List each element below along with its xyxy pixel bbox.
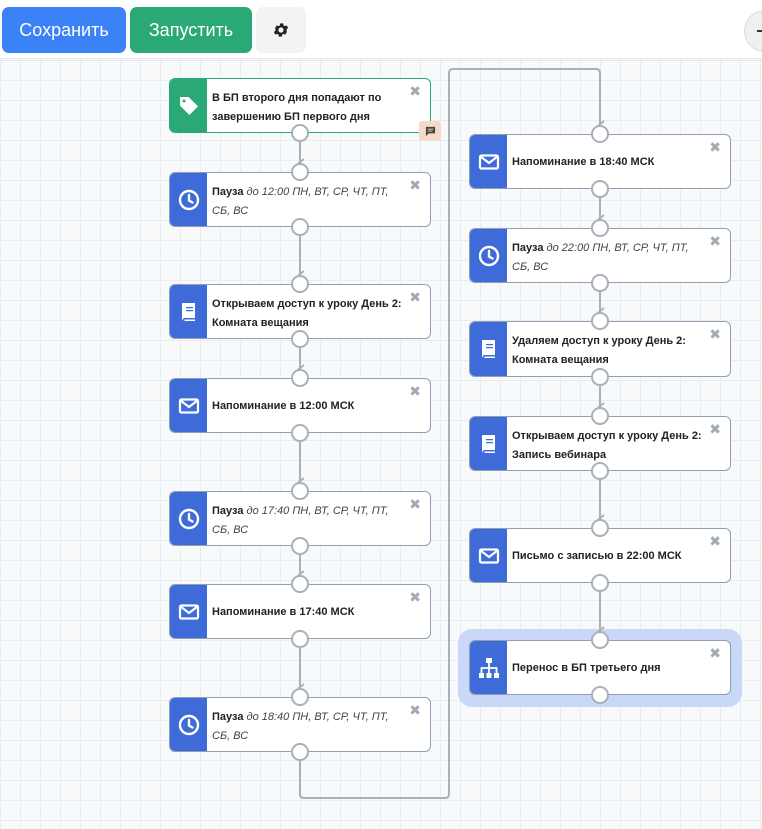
close-icon[interactable]: ✖ [709, 421, 721, 437]
output-port[interactable] [291, 630, 309, 648]
node-label: Пауза до 12:00 ПН, ВТ, СР, ЧТ, ПТ, СБ, В… [212, 183, 408, 221]
output-port[interactable] [291, 124, 309, 142]
node-label: В БП второго дня попадают по завершению … [212, 89, 408, 127]
close-icon[interactable]: ✖ [409, 177, 421, 193]
output-port[interactable] [291, 424, 309, 442]
mail-icon [470, 135, 507, 188]
node-detail: до 22:00 ПН, ВТ, СР, ЧТ, ПТ, СБ, ВС [512, 242, 689, 273]
close-icon[interactable]: ✖ [409, 289, 421, 305]
input-port[interactable] [291, 275, 309, 293]
output-port[interactable] [591, 368, 609, 386]
node-label: Пауза до 22:00 ПН, ВТ, СР, ЧТ, ПТ, СБ, В… [512, 239, 708, 277]
close-icon[interactable]: ✖ [709, 326, 721, 342]
clock-icon [470, 229, 507, 282]
close-icon[interactable]: ✖ [709, 139, 721, 155]
input-port[interactable] [291, 369, 309, 387]
book-icon [470, 322, 507, 376]
clock-icon [170, 698, 207, 751]
node-title: Напоминание в 17:40 МСК [212, 606, 355, 618]
node-title: Пауза [512, 242, 544, 254]
settings-button[interactable] [256, 7, 306, 53]
node-detail: до 17:40 ПН, ВТ, СР, ЧТ, ПТ, СБ, ВС [212, 505, 389, 536]
save-button[interactable]: Сохранить [2, 7, 126, 53]
node-label: Удаляем доступ к уроку День 2: Комната в… [512, 332, 708, 370]
flow-node-pause-4[interactable]: Пауза до 22:00 ПН, ВТ, СР, ЧТ, ПТ, СБ, В… [469, 228, 731, 283]
close-icon[interactable]: ✖ [409, 496, 421, 512]
node-title: Напоминание в 18:40 МСК [512, 156, 655, 168]
gear-icon [273, 23, 289, 37]
run-button[interactable]: Запустить [130, 7, 252, 53]
input-port[interactable] [291, 482, 309, 500]
node-title: Пауза [212, 186, 244, 198]
node-label: Открываем доступ к уроку День 2: Комната… [212, 295, 408, 333]
node-label: Письмо с записью в 22:00 МСК [512, 547, 708, 566]
input-port[interactable] [591, 631, 609, 649]
input-port[interactable] [591, 312, 609, 330]
output-port[interactable] [591, 180, 609, 198]
tag-icon [170, 79, 207, 132]
node-label: Напоминание в 17:40 МСК [212, 603, 408, 622]
flow-node-open-1[interactable]: Открываем доступ к уроку День 2: Комната… [169, 284, 431, 339]
node-title: Напоминание в 12:00 МСК [212, 400, 355, 412]
flow-node-remind-1[interactable]: Напоминание в 12:00 МСК ✖ [169, 378, 431, 433]
mail-icon [170, 585, 207, 638]
node-title: Пауза [212, 505, 244, 517]
toolbar: Сохранить Запустить [0, 0, 762, 59]
zoom-out-button[interactable] [744, 10, 762, 52]
close-icon[interactable]: ✖ [409, 702, 421, 718]
output-port[interactable] [591, 574, 609, 592]
input-port[interactable] [591, 125, 609, 143]
flow-node-pause-3[interactable]: Пауза до 18:40 ПН, ВТ, СР, ЧТ, ПТ, СБ, В… [169, 697, 431, 752]
input-port[interactable] [591, 519, 609, 537]
close-icon[interactable]: ✖ [409, 383, 421, 399]
clock-icon [170, 492, 207, 545]
node-title: Открываем доступ к уроку День 2: Запись … [512, 430, 702, 461]
close-icon[interactable]: ✖ [409, 83, 421, 99]
mail-icon [170, 379, 207, 432]
close-icon[interactable]: ✖ [409, 589, 421, 605]
close-icon[interactable]: ✖ [709, 233, 721, 249]
input-port[interactable] [591, 219, 609, 237]
node-title: Письмо с записью в 22:00 МСК [512, 550, 682, 562]
node-label: Напоминание в 18:40 МСК [512, 153, 708, 172]
input-port[interactable] [291, 163, 309, 181]
node-label: Пауза до 18:40 ПН, ВТ, СР, ЧТ, ПТ, СБ, В… [212, 708, 408, 746]
comment-icon[interactable] [419, 121, 441, 141]
node-title: Открываем доступ к уроку День 2: Комната… [212, 298, 402, 329]
node-label: Открываем доступ к уроку День 2: Запись … [512, 427, 708, 465]
flow-node-open-2[interactable]: Открываем доступ к уроку День 2: Запись … [469, 416, 731, 471]
input-port[interactable] [591, 407, 609, 425]
mail-icon [470, 529, 507, 582]
book-icon [470, 417, 507, 470]
flow-node-letter[interactable]: Письмо с записью в 22:00 МСК ✖ [469, 528, 731, 583]
output-port[interactable] [291, 743, 309, 761]
node-detail: до 18:40 ПН, ВТ, СР, ЧТ, ПТ, СБ, ВС [212, 711, 389, 742]
node-label: Перенос в БП третьего дня [512, 659, 708, 678]
input-port[interactable] [291, 688, 309, 706]
flow-node-trigger[interactable]: В БП второго дня попадают по завершению … [169, 78, 441, 141]
node-label: Пауза до 17:40 ПН, ВТ, СР, ЧТ, ПТ, СБ, В… [212, 502, 408, 540]
output-port[interactable] [291, 218, 309, 236]
output-port[interactable] [591, 686, 609, 704]
output-port[interactable] [291, 537, 309, 555]
output-port[interactable] [591, 274, 609, 292]
clock-icon [170, 173, 207, 226]
output-port[interactable] [591, 462, 609, 480]
node-title: Удаляем доступ к уроку День 2: Комната в… [512, 335, 686, 366]
sitemap-icon [470, 641, 507, 694]
book-icon [170, 285, 207, 338]
close-icon[interactable]: ✖ [709, 533, 721, 549]
node-title: Пауза [212, 711, 244, 723]
node-detail: до 12:00 ПН, ВТ, СР, ЧТ, ПТ, СБ, ВС [212, 186, 389, 217]
flow-node-remove-access[interactable]: Удаляем доступ к уроку День 2: Комната в… [469, 321, 731, 377]
input-port[interactable] [291, 575, 309, 593]
close-icon[interactable]: ✖ [709, 645, 721, 661]
node-label: Напоминание в 12:00 МСК [212, 397, 408, 416]
flow-node-transfer[interactable]: Перенос в БП третьего дня ✖ [469, 640, 731, 695]
node-title: Перенос в БП третьего дня [512, 662, 661, 674]
flow-node-remind-2[interactable]: Напоминание в 17:40 МСК ✖ [169, 584, 431, 639]
minus-icon [757, 30, 762, 32]
output-port[interactable] [291, 330, 309, 348]
node-title: В БП второго дня попадают по завершению … [212, 92, 382, 123]
